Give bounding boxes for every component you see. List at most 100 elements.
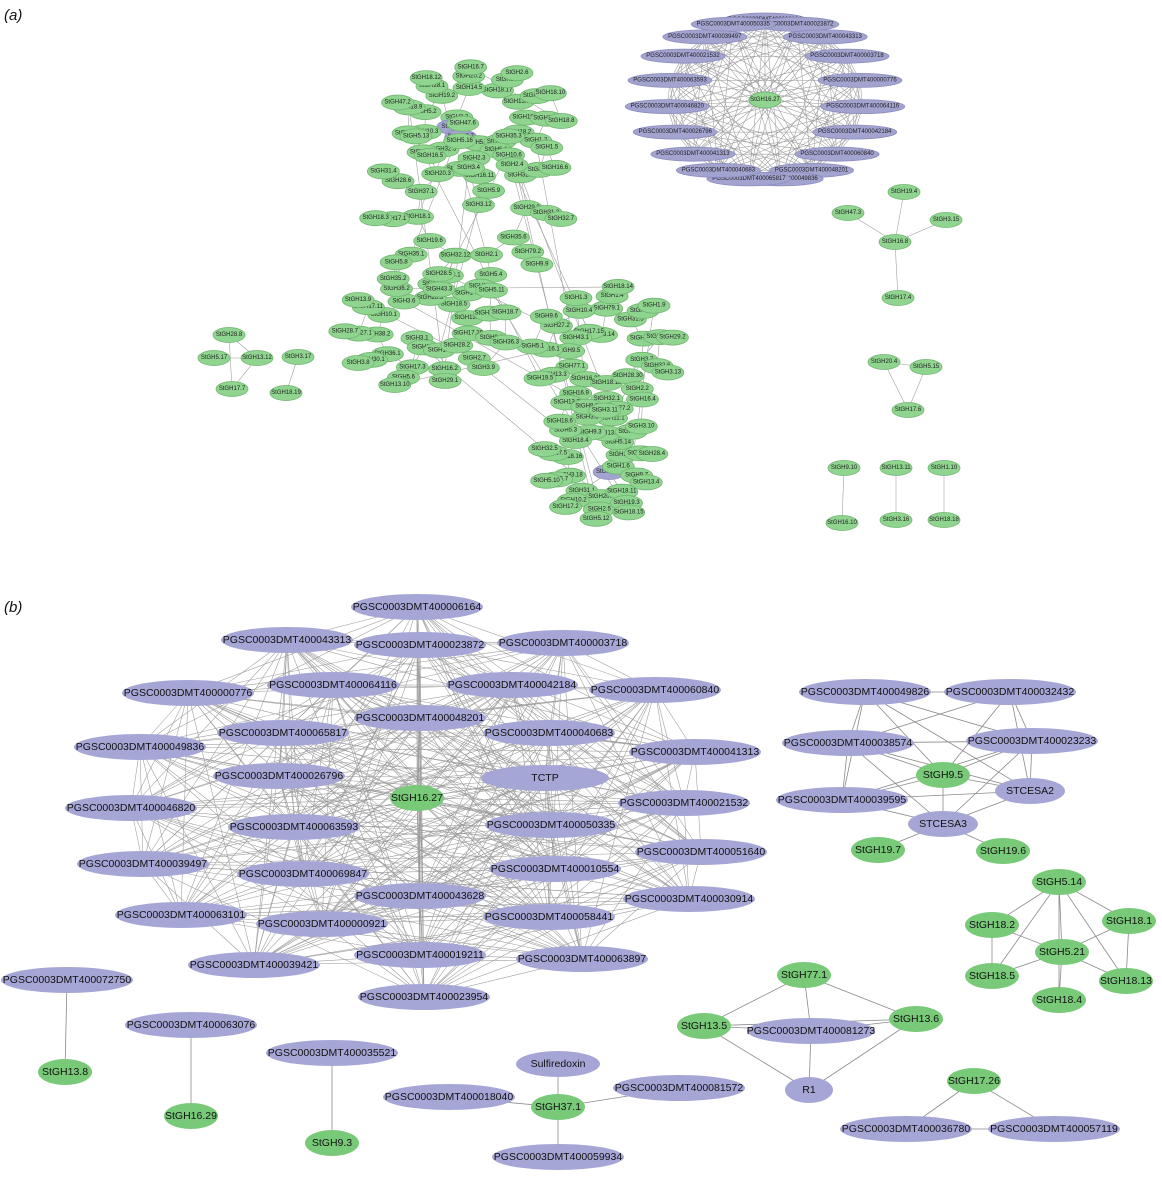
edge-b4-b15	[544, 642, 564, 779]
node-label: StGH19.6	[980, 845, 1026, 857]
node-pgsc0003dmt400039595[interactable]: PGSC0003DMT400039595	[776, 787, 908, 813]
edge-b19-b26	[293, 826, 690, 900]
edge-b12-b13	[139, 746, 696, 753]
mini-node-label: StGH16.4	[629, 397, 656, 403]
mini-node: StGH5.16	[443, 133, 477, 150]
node-pgsc0003dmt400032432[interactable]: PGSC0003DMT400032432	[944, 679, 1076, 705]
mini-node-label: StGH5.14	[605, 439, 632, 445]
node-pgsc0003dmt400021532[interactable]: PGSC0003DMT400021532	[618, 790, 750, 816]
node-stgh18-1[interactable]: StGH18.1	[1102, 908, 1156, 934]
node-pgsc0003dmt400064116[interactable]: PGSC0003DMT400064116	[267, 672, 399, 698]
node-pgsc0003dmt400003718[interactable]: PGSC0003DMT400003718	[497, 630, 629, 656]
node-pgsc0003dmt400057119[interactable]: PGSC0003DMT400057119	[988, 1116, 1120, 1142]
node-stgh9-3[interactable]: StGH9.3	[305, 1130, 359, 1156]
node-pgsc0003dmt400063593[interactable]: PGSC0003DMT400063593	[228, 814, 360, 840]
node-pgsc0003dmt400051640[interactable]: PGSC0003DMT400051640	[635, 839, 767, 865]
node-pgsc0003dmt400000776[interactable]: PGSC0003DMT400000776	[122, 680, 254, 706]
edge-b21-b31	[419, 851, 702, 956]
node-stgh13-6[interactable]: StGH13.6	[889, 1006, 943, 1032]
node-pgsc0003dmt400063076[interactable]: PGSC0003DMT400063076	[125, 1012, 257, 1038]
node-pgsc0003dmt400039421[interactable]: PGSC0003DMT400039421	[188, 952, 320, 978]
mini-node-label: PGSC0003DMT400026796	[639, 129, 713, 135]
node-shape	[965, 912, 1019, 938]
node-pgsc0003dmt400041313[interactable]: PGSC0003DMT400041313	[629, 739, 761, 765]
node-pgsc0003dmt400043313[interactable]: PGSC0003DMT400043313	[221, 627, 353, 653]
mini-node-shape	[929, 212, 963, 228]
node-pgsc0003dmt400023872[interactable]: PGSC0003DMT400023872	[354, 632, 486, 658]
node-r1[interactable]: R1	[785, 1077, 833, 1103]
mini-node-label: StGH5.3	[554, 427, 578, 433]
node-stgh9-5[interactable]: StGH9.5	[916, 762, 970, 788]
node-pgsc0003dmt400010554[interactable]: PGSC0003DMT400010554	[489, 856, 621, 882]
node-pgsc0003dmt400036780[interactable]: PGSC0003DMT400036780	[840, 1116, 972, 1142]
node-pgsc0003dmt400069847[interactable]: PGSC0003DMT400069847	[237, 861, 369, 887]
node-pgsc0003dmt400023233[interactable]: PGSC0003DMT400023233	[966, 728, 1098, 754]
node-pgsc0003dmt400042184[interactable]: PGSC0003DMT400042184	[446, 672, 578, 698]
mini-node: StGH32.12	[438, 247, 472, 264]
mini-node-label: PGSC0003DMT400042184	[818, 129, 892, 135]
node-stgh19-6[interactable]: StGH19.6	[976, 838, 1030, 864]
node-pgsc0003dmt400058441[interactable]: PGSC0003DMT400058441	[483, 904, 615, 930]
edge-b15-b29	[544, 777, 550, 918]
node-stcesa3[interactable]: STCESA3	[908, 811, 978, 837]
node-pgsc0003dmt400081572[interactable]: PGSC0003DMT400081572	[613, 1075, 745, 1101]
node-pgsc0003dmt400038574[interactable]: PGSC0003DMT400038574	[782, 730, 914, 756]
node-stgh18-4[interactable]: StGH18.4	[1032, 987, 1086, 1013]
node-pgsc0003dmt400035521[interactable]: PGSC0003DMT400035521	[266, 1040, 398, 1066]
node-stgh37-1[interactable]: StGH37.1	[531, 1094, 585, 1120]
node-pgsc0003dmt400072750[interactable]: PGSC0003DMT400072750	[1, 967, 133, 993]
node-stgh16-29[interactable]: StGH16.29	[164, 1103, 218, 1129]
node-shape	[267, 672, 399, 698]
node-pgsc0003dmt400081273[interactable]: PGSC0003DMT400081273	[747, 1018, 876, 1044]
node-pgsc0003dmt400059934[interactable]: PGSC0003DMT400059934	[492, 1144, 624, 1170]
edge-b13-b17	[130, 751, 696, 809]
node-pgsc0003dmt400065817[interactable]: PGSC0003DMT400065817	[217, 720, 349, 746]
mini-node: StGH9.6	[529, 308, 563, 325]
node-stgh16-27[interactable]: StGH16.27	[390, 785, 444, 811]
node-pgsc0003dmt400049826[interactable]: PGSC0003DMT400049826	[799, 679, 931, 705]
node-stcesa2[interactable]: STCESA2	[995, 778, 1065, 804]
node-pgsc0003dmt400040683[interactable]: PGSC0003DMT400040683	[483, 720, 615, 746]
node-pgsc0003dmt400030914[interactable]: PGSC0003DMT400030914	[623, 886, 755, 912]
mini-node: StGH1.9	[637, 297, 671, 314]
mini-node-shape	[640, 48, 726, 64]
mini-node: StGH3.16	[879, 512, 913, 528]
node-pgsc0003dmt400060840[interactable]: PGSC0003DMT400060840	[589, 677, 721, 703]
node-pgsc0003dmt400006164[interactable]: PGSC0003DMT400006164	[351, 594, 483, 620]
node-stgh13-5[interactable]: StGH13.5	[677, 1013, 731, 1039]
node-stgh77-1[interactable]: StGH77.1	[777, 962, 831, 988]
mini-node-label: StGH32.6	[644, 363, 671, 369]
node-stgh18-5[interactable]: StGH18.5	[965, 963, 1019, 989]
node-shape	[613, 1075, 745, 1101]
edge-b6-b17	[130, 684, 334, 809]
node-sulfiredoxin[interactable]: Sulfiredoxin	[516, 1051, 600, 1077]
node-pgsc0003dmt400063101[interactable]: PGSC0003DMT400063101	[115, 902, 247, 928]
node-stgh19-7[interactable]: StGH19.7	[851, 837, 905, 863]
node-pgsc0003dmt400043628[interactable]: PGSC0003DMT400043628	[354, 883, 486, 909]
node-stgh13-8[interactable]: StGH13.8	[38, 1059, 92, 1085]
node-tctp[interactable]: TCTP	[481, 765, 609, 791]
node-stgh18-2[interactable]: StGH18.2	[965, 912, 1019, 938]
mini-node: StGH35.3	[492, 128, 525, 145]
mini-node: StGH3.13	[651, 364, 685, 381]
node-pgsc0003dmt400046820[interactable]: PGSC0003DMT400046820	[65, 795, 197, 821]
node-pgsc0003dmt400019211[interactable]: PGSC0003DMT400019211	[354, 942, 486, 968]
node-pgsc0003dmt400049836[interactable]: PGSC0003DMT400049836	[74, 734, 206, 760]
mini-node-label: StGH5.6	[392, 375, 416, 381]
node-pgsc0003dmt400063897[interactable]: PGSC0003DMT400063897	[516, 946, 648, 972]
mini-node-label: StGH18.8	[548, 118, 575, 124]
edge-b18-b22	[142, 802, 685, 865]
node-pgsc0003dmt400018040[interactable]: PGSC0003DMT400018040	[383, 1084, 515, 1110]
mini-node-label: StGH10.4	[566, 308, 593, 314]
node-stgh5-14[interactable]: StGH5.14	[1032, 869, 1086, 895]
node-pgsc0003dmt400050335[interactable]: PGSC0003DMT400050335	[485, 812, 617, 838]
node-stgh17-26[interactable]: StGH17.26	[947, 1068, 1001, 1094]
mini-node-label: StGH27.2	[543, 323, 570, 329]
node-pgsc0003dmt400023954[interactable]: PGSC0003DMT400023954	[358, 984, 490, 1010]
node-pgsc0003dmt400000921[interactable]: PGSC0003DMT400000921	[256, 911, 388, 937]
node-stgh5-21[interactable]: StGH5.21	[1035, 939, 1089, 965]
node-pgsc0003dmt400048201[interactable]: PGSC0003DMT400048201	[354, 705, 486, 731]
node-pgsc0003dmt400039497[interactable]: PGSC0003DMT400039497	[77, 851, 209, 877]
node-pgsc0003dmt400026796[interactable]: PGSC0003DMT400026796	[213, 763, 345, 789]
node-stgh18-13[interactable]: StGH18.13	[1099, 968, 1153, 994]
